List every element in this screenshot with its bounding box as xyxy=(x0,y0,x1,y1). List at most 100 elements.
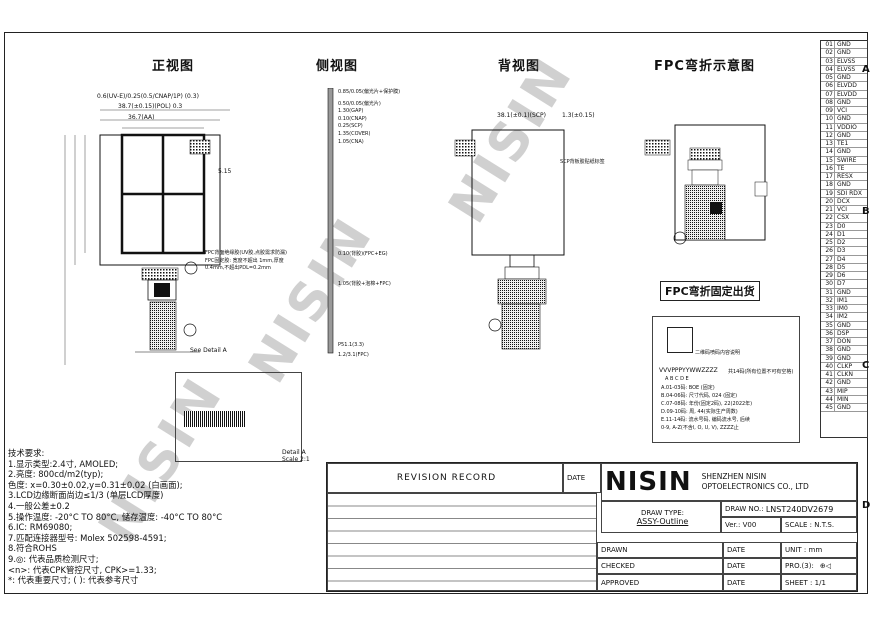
revision-record: REVISION RECORD xyxy=(327,463,563,493)
pin-signal: IM0 xyxy=(837,305,848,312)
note-line: 2.亮度: 800cd/m2(typ); xyxy=(8,469,104,480)
front-note-1: FPC背面绝缘胶(UV胶,点胶需求防漏) xyxy=(205,250,287,256)
zone-label: D xyxy=(862,500,871,511)
pin-signal: GND xyxy=(837,148,851,156)
pin-signal: GND xyxy=(837,98,851,106)
note-line: <n>: 代表CPK管控尺寸, CPK>=1.33; xyxy=(8,564,157,575)
pin-number: 07 xyxy=(821,90,835,98)
zone-label: C xyxy=(862,360,870,371)
pin-signal: D4 xyxy=(837,255,846,263)
note-line: 4.一般公差±0.2 xyxy=(8,500,70,511)
draw-no-label: DRAW NO.: xyxy=(725,505,764,513)
pin-number: 32 xyxy=(821,296,835,304)
side-label-4: 0.25(SCP) xyxy=(338,123,363,129)
qr-line: E.11-14码: 流水号码, 编码流水号, 后续 xyxy=(661,417,750,423)
pin-number: 26 xyxy=(821,247,835,255)
pin-number: 15 xyxy=(821,156,835,164)
ver-value: V00 xyxy=(742,521,757,529)
detail-a-pins xyxy=(184,411,246,427)
pin-signal: D3 xyxy=(837,247,846,255)
technical-notes: 技术要求: 1.显示类型:2.4寸, AMOLED; 2.亮度: 800cd/m… xyxy=(8,448,222,586)
notes-heading: 技术要求: xyxy=(8,448,45,458)
detail-a-box xyxy=(175,372,302,462)
draw-type-cell: DRAW TYPE: ASSY-Outline xyxy=(601,501,721,533)
side-label-3: 0.10(CNAP) xyxy=(338,116,367,122)
pin-signal: CLKN xyxy=(837,371,853,378)
pin-signal: MIP xyxy=(837,387,848,395)
pin-signal: GND xyxy=(837,321,851,329)
pin-number: 10 xyxy=(821,115,835,123)
pin-number: 06 xyxy=(821,82,835,90)
draw-no-cell: DRAW NO.: LNST240DV2679 xyxy=(721,501,857,517)
pin-signal: GND xyxy=(837,181,851,189)
side-view-title: 侧视图 xyxy=(316,59,359,74)
pin-signal: TE xyxy=(837,164,845,172)
pin-signal: ELVSS xyxy=(837,65,856,73)
pin-number: 21 xyxy=(821,206,835,214)
pin-number: 19 xyxy=(821,189,835,197)
pin-number: 24 xyxy=(821,230,835,238)
pin-number: 27 xyxy=(821,255,835,263)
pin-number: 36 xyxy=(821,329,835,337)
side-bottom-label-3: P51.1(3.3) xyxy=(338,342,365,348)
pin-number: 44 xyxy=(821,395,835,403)
zone-label: B xyxy=(862,206,870,217)
pin-signal: VDDIO xyxy=(837,123,857,131)
draw-type-label: DRAW TYPE: xyxy=(640,508,685,517)
pin-number: 23 xyxy=(821,222,835,230)
qr-note-box: 二维码喷码内容说明 VVVPPPYYWWZZZZ 共14码(所有位置不可有空格)… xyxy=(652,316,800,443)
pin-number: 20 xyxy=(821,197,835,205)
company-line-2: OPTOELECTRONICS CO., LTD xyxy=(701,482,809,491)
back-dim-2: 1.3(±0.15) xyxy=(562,112,595,119)
pin-number: 08 xyxy=(821,98,835,106)
detail-a-label: Detail A Scale 2:1 xyxy=(282,449,310,463)
pin-signal: MIN xyxy=(837,395,849,403)
pin-number: 11 xyxy=(821,123,835,131)
pin-signal: RESX xyxy=(837,173,853,180)
front-note-2: FPC固定胶: 宽度不超出 1mm,厚度0.4mm,不超出PDL=0.2mm xyxy=(205,258,284,271)
projection-icon: ⊕◁ xyxy=(819,562,832,570)
pin-number: 33 xyxy=(821,305,835,313)
side-bottom-label-2: 1.05(背胶+泡棉+FPC) xyxy=(338,281,391,287)
side-top-label: 0.85/0.05(偏光片+保护膜) xyxy=(338,89,401,95)
title-block: REVISION RECORD DATE NISIN SHENZHEN NISI… xyxy=(326,462,858,592)
back-dim-1: 38.1(±0.1)(SCP) xyxy=(497,112,546,119)
pin-signal: D7 xyxy=(837,280,846,288)
checked-cell: CHECKED xyxy=(597,558,723,574)
date-cell: DATE xyxy=(723,574,781,591)
pin-number: 34 xyxy=(821,313,835,321)
pin-signal: D5 xyxy=(837,263,846,271)
pin-number: 41 xyxy=(821,371,835,379)
unit-cell: UNIT : mm xyxy=(781,542,857,558)
note-line: 5.操作温度: -20°C TO 80°C, 储存温度: -40°C TO 80… xyxy=(8,511,223,522)
brand-area: NISIN SHENZHEN NISIN OPTOELECTRONICS CO.… xyxy=(601,463,857,501)
qr-note: 共14码(所有位置不可有空格) xyxy=(728,369,794,375)
pin-number: 45 xyxy=(821,404,835,412)
side-label-1: 0.50/0.05(偏光片) xyxy=(338,101,381,107)
pin-signal: D0 xyxy=(837,222,846,230)
ver-label: Ver.: xyxy=(725,521,741,529)
pin-number: 43 xyxy=(821,387,835,395)
